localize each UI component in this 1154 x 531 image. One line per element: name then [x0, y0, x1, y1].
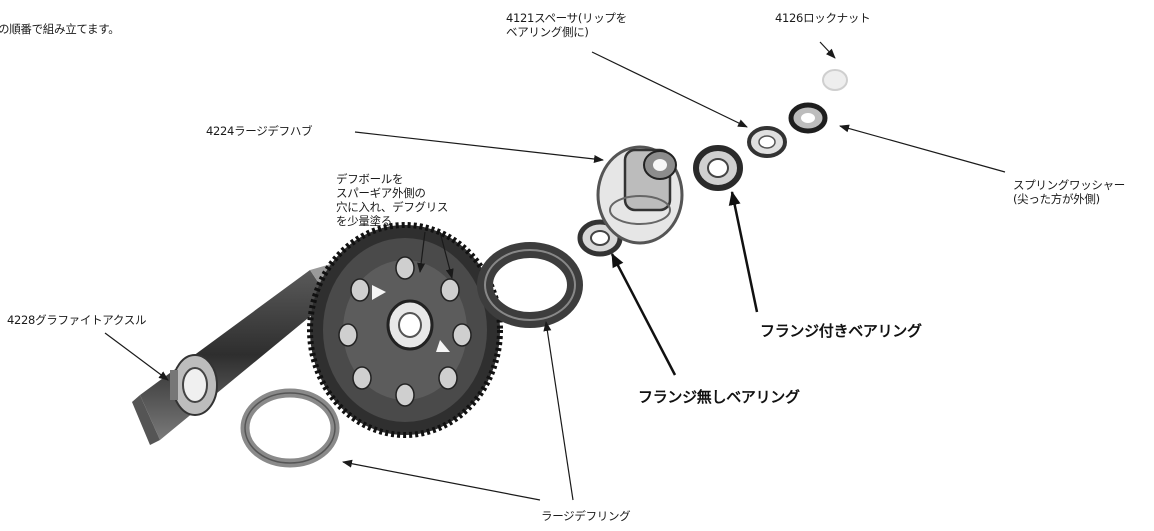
- label-spring-washer: スプリングワッシャー (尖った方が外側): [1013, 178, 1125, 206]
- arrow-diff-ring-lower: [342, 459, 541, 501]
- lock-nut-part: [822, 69, 848, 91]
- spacer-part: [747, 126, 787, 158]
- arrow-spacer: [591, 51, 748, 128]
- label-diff-ball: デフボールを スパーギア外側の 穴に入れ、デフグリス を少量塗る: [336, 172, 449, 228]
- label-flanged-bearing: フランジ付きベアリング: [760, 322, 922, 340]
- arrow-flanged-bearing: [728, 191, 759, 313]
- arrow-diff-ring-upper: [543, 321, 574, 501]
- label-spacer: 4121スペーサ(リップを ベアリング側に): [506, 11, 627, 39]
- arrow-diff-hub: [354, 131, 604, 163]
- arrow-diff-ball-a: [417, 231, 426, 273]
- label-graphite-axle: 4228グラファイトアクスル: [7, 313, 147, 327]
- leader-arrows: [104, 41, 1006, 501]
- arrow-lock-nut: [819, 41, 836, 59]
- large-diff-ring-upper: [477, 242, 583, 328]
- large-diff-hub-part: [596, 145, 684, 245]
- flanged-bearing-part: [693, 145, 743, 191]
- arrow-unflanged-bearing: [610, 253, 677, 376]
- arrow-diff-ball-b: [439, 231, 454, 279]
- bold-arrows: [610, 191, 759, 376]
- label-large-diff-hub: 4224ラージデフハブ: [206, 124, 313, 138]
- large-diff-ring-lower: [240, 388, 340, 468]
- label-unflanged-bearing: フランジ無しベアリング: [638, 388, 800, 406]
- spur-gear-part: [307, 222, 503, 438]
- spring-washer-part: [788, 102, 828, 134]
- label-large-diff-ring: ラージデフリング: [541, 509, 631, 523]
- unflanged-bearing-part: [577, 219, 623, 257]
- arrow-axle: [104, 332, 169, 381]
- label-lock-nut: 4126ロックナット: [775, 11, 871, 25]
- instruction-text: の順番で組み立てます。: [0, 22, 120, 36]
- axle-hub-part: [170, 354, 218, 416]
- arrow-spring-washer: [839, 124, 1006, 173]
